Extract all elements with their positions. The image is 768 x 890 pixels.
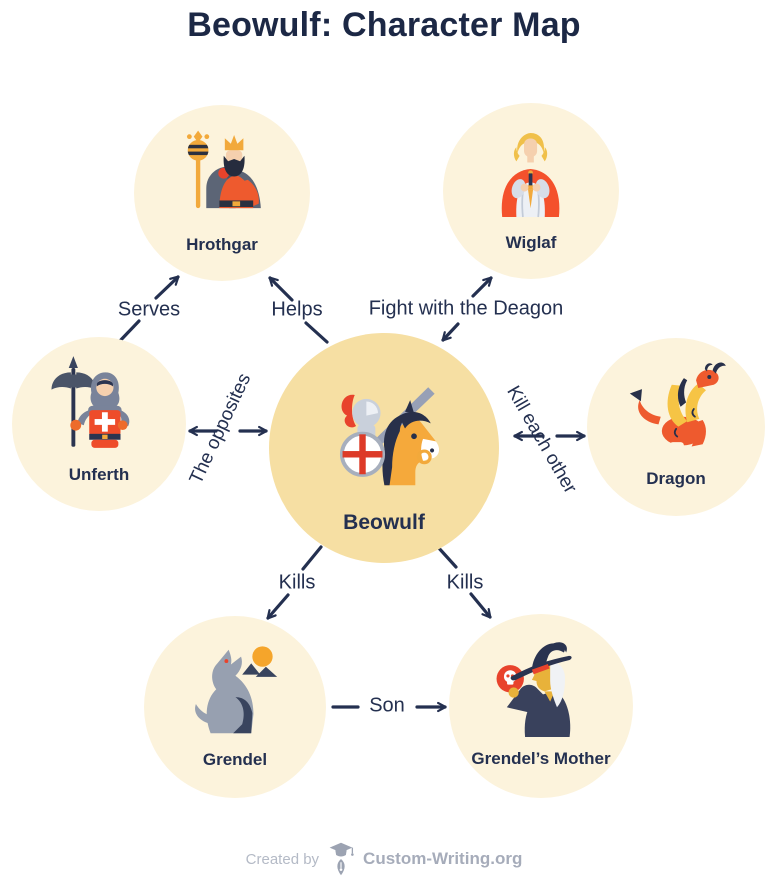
node-label-grendel: Grendel <box>202 750 268 770</box>
dragon-icon <box>629 362 726 449</box>
created-by-text: Created by <box>245 850 320 868</box>
king-icon <box>187 130 262 208</box>
knight-on-horse-icon <box>339 386 439 485</box>
witch-icon <box>496 642 572 738</box>
edge-label-son: Son <box>369 694 405 717</box>
edge-label-kills-mother: Kills <box>446 571 484 594</box>
edge-label-helps: Helps <box>271 298 323 321</box>
node-label-beowulf: Beowulf <box>343 511 425 535</box>
node-label-wiglaf: Wiglaf <box>505 232 557 252</box>
page-title: Beowulf: Character Map <box>187 6 581 44</box>
brand-text: Custom-Writing.org <box>363 849 523 868</box>
node-label-hrothgar: Hrothgar <box>186 234 258 254</box>
edge-label-kill-each-other: Kill each other <box>502 382 581 498</box>
edge-label-kills-grendel: Kills <box>278 571 316 594</box>
node-beowulf: Beowulf <box>269 333 499 563</box>
edge-label-serves: Serves <box>117 298 181 321</box>
edge-label-the-opposites: The opposites <box>185 370 256 488</box>
node-grendel: Grendel <box>144 616 326 798</box>
edge-label-fight-with-dragon: Fight with the Deagon <box>368 297 564 320</box>
node-unferth: Unferth <box>12 337 186 511</box>
axe-warrior-icon <box>51 356 130 449</box>
node-label-unferth: Unferth <box>68 465 130 485</box>
custom-writing-logo-icon <box>329 842 354 876</box>
wolf-icon <box>194 646 277 734</box>
caped-knight-icon <box>502 132 560 217</box>
footer: Created by Custom-Writing.org <box>0 840 768 878</box>
node-dragon: Dragon <box>587 338 765 516</box>
node-wiglaf: Wiglaf <box>443 103 619 279</box>
node-hrothgar: Hrothgar <box>134 105 310 281</box>
node-grendels-mother: Grendel’s Mother <box>449 614 633 798</box>
node-label-grendels-mother: Grendel’s Mother <box>471 749 611 769</box>
node-label-dragon: Dragon <box>646 469 706 489</box>
